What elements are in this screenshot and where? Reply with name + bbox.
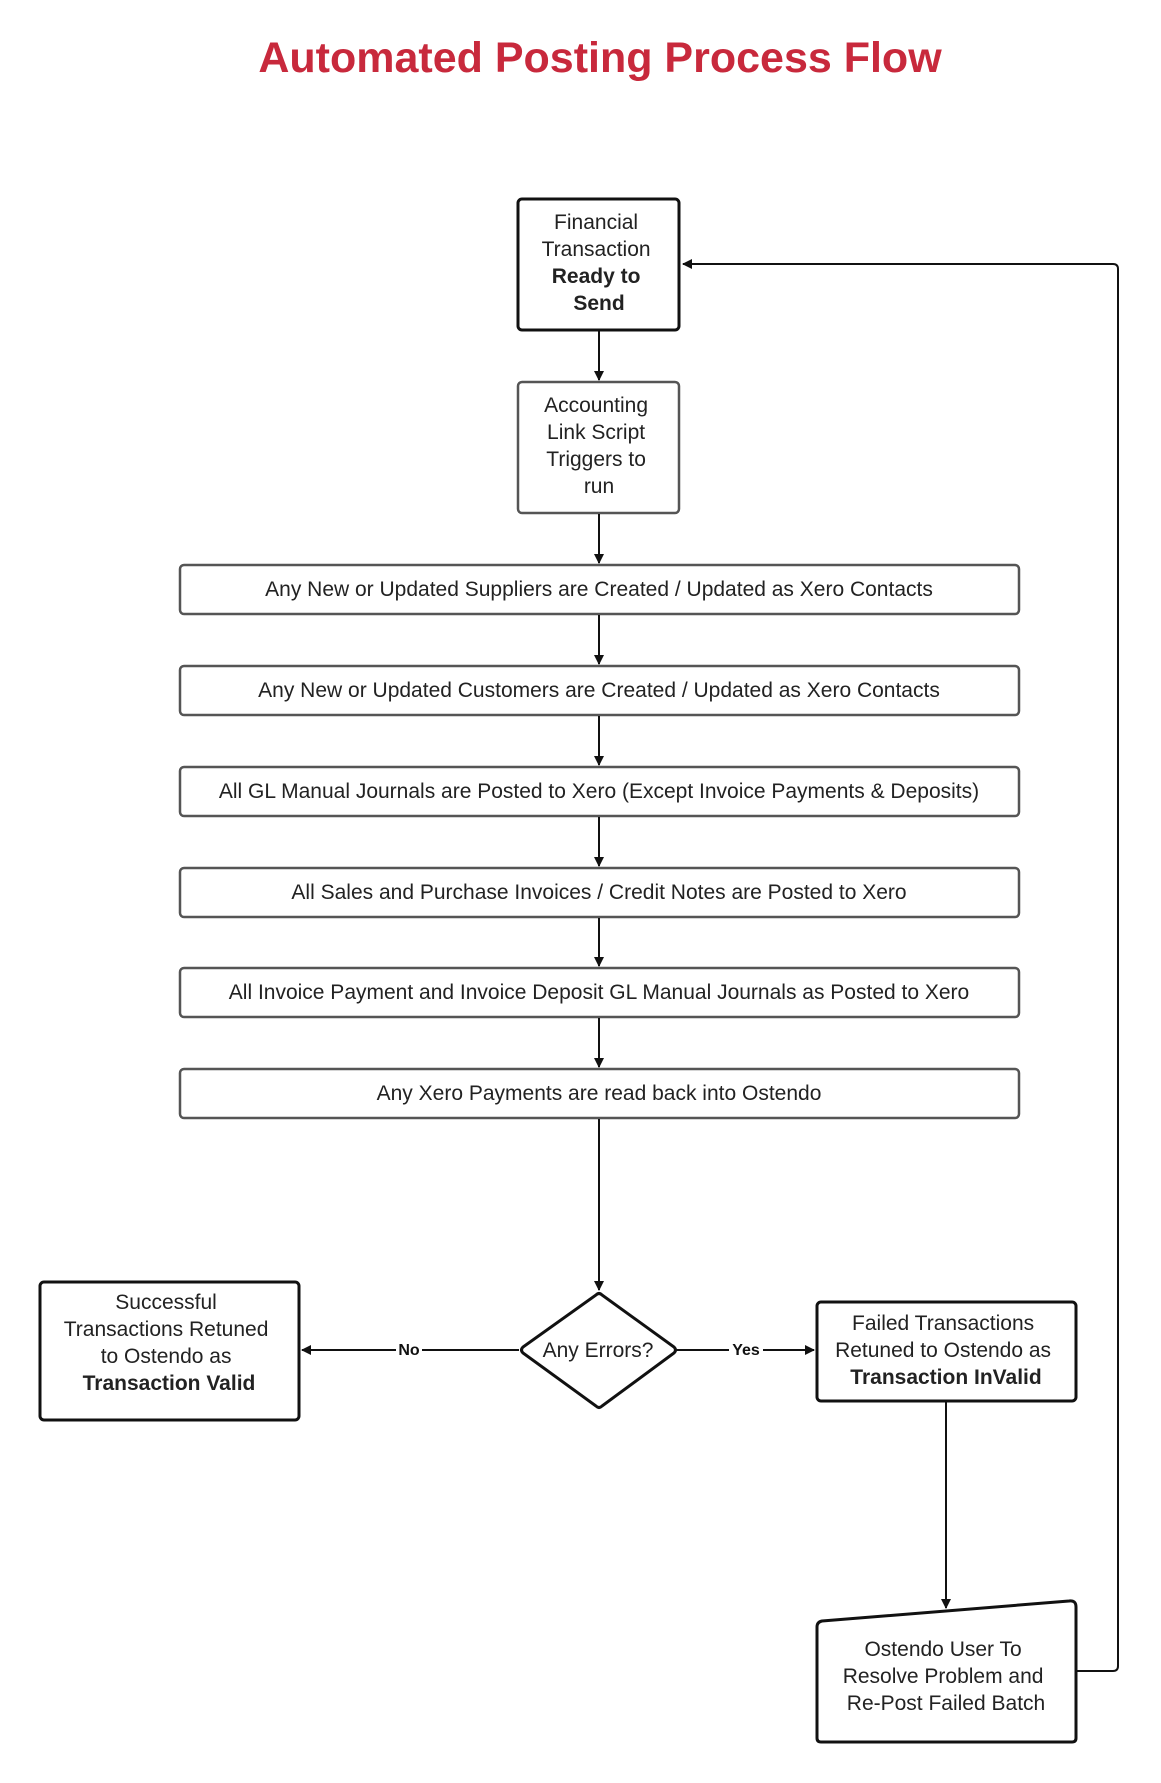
edge-label-yes: Yes [732,1342,760,1359]
node-successful: Successful Transactions Retuned to Osten… [38,1280,301,1422]
node-payment-journals-text: All Invoice Payment and Invoice Deposit … [229,981,969,1004]
node-xero-payments-text: Any Xero Payments are read back into Ost… [377,1082,822,1105]
node-accounting-link-text: Accounting Link Script Triggers to run [544,394,654,498]
edge-label-no: No [398,1342,420,1359]
node-gl-journals: All GL Manual Journals are Posted to Xer… [178,765,1021,818]
node-accounting-link: Accounting Link Script Triggers to run [516,380,681,515]
node-xero-payments: Any Xero Payments are read back into Ost… [178,1067,1021,1120]
node-decision: Any Errors? [520,1292,677,1409]
edge-resolve-loop-back [682,259,1119,1672]
page-title: Automated Posting Process Flow [258,34,942,82]
node-gl-journals-text: All GL Manual Journals are Posted to Xer… [219,780,979,803]
node-suppliers-text: Any New or Updated Suppliers are Created… [265,578,933,601]
node-financial-transaction: Financial Transaction Ready to Send [516,197,681,332]
node-resolve: Ostendo User To Resolve Problem and Re-P… [815,1599,1078,1744]
node-resolve-text: Ostendo User To Resolve Problem and Re-P… [843,1638,1050,1715]
node-failed-text: Failed Transactions Retuned to Ostendo a… [835,1312,1057,1389]
edge-label-no-bg [396,1340,422,1360]
node-customers-text: Any New or Updated Customers are Created… [258,679,940,702]
node-failed: Failed Transactions Retuned to Ostendo a… [815,1300,1078,1403]
node-financial-transaction-text: Financial Transaction Ready to Send [542,211,657,315]
edge-label-yes-bg [729,1340,763,1360]
node-decision-text: Any Errors? [543,1339,654,1362]
node-successful-text: Successful Transactions Retuned to Osten… [64,1291,275,1395]
node-suppliers: Any New or Updated Suppliers are Created… [178,563,1021,616]
node-customers: Any New or Updated Customers are Created… [178,664,1021,717]
node-payment-journals: All Invoice Payment and Invoice Deposit … [178,966,1021,1019]
node-invoices: All Sales and Purchase Invoices / Credit… [178,866,1021,919]
node-invoices-text: All Sales and Purchase Invoices / Credit… [291,881,906,904]
edges [301,259,1119,1672]
